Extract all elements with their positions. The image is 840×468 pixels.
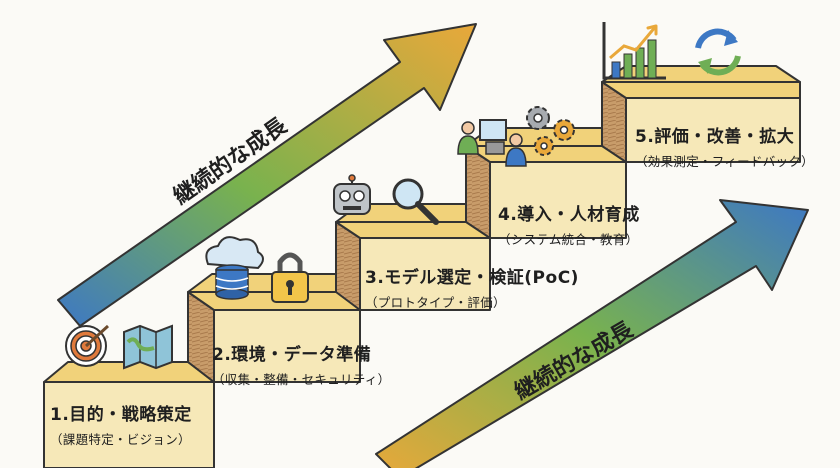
map-icon: [123, 324, 173, 370]
step-1-label: 1.目的・戦略策定 （課題特定・ビジョン）: [50, 400, 192, 448]
people-computer-icon: [457, 119, 527, 167]
refresh-icon: [695, 28, 741, 76]
step-2-subtitle: （収集・整備・セキュリティ）: [212, 372, 391, 387]
gears-icon: [526, 106, 575, 156]
target-icon: [65, 324, 110, 367]
step-1-front: [43, 381, 215, 468]
step-3-label: 3.モデル選定・検証(PoC) （プロトタイプ・評価）: [365, 263, 579, 311]
step-4-title: 4.導入・人材育成: [498, 205, 640, 225]
step-3-subtitle: （プロトタイプ・評価）: [365, 295, 506, 310]
magnifier-icon: [392, 178, 439, 225]
step-4-subtitle: （システム統合・教育）: [498, 232, 639, 247]
bar-chart-icon: [602, 22, 666, 80]
step-4-label: 4.導入・人材育成 （システム統合・教育）: [498, 200, 640, 248]
robot-icon: [333, 174, 371, 215]
step-5-subtitle: （効果測定・フィードバック）: [635, 154, 814, 169]
step-5-title: 5.評価・改善・拡大: [635, 127, 795, 147]
step-1-subtitle: （課題特定・ビジョン）: [50, 432, 191, 447]
cloud-database-icon: [205, 236, 264, 300]
step-3-title: 3.モデル選定・検証(PoC): [365, 268, 579, 288]
staircase: [43, 65, 801, 468]
step-2-title: 2.環境・データ準備: [212, 345, 372, 365]
step-2-label: 2.環境・データ準備 （収集・整備・セキュリティ）: [212, 340, 390, 388]
padlock-icon: [271, 252, 309, 303]
step-5-label: 5.評価・改善・拡大 （効果測定・フィードバック）: [635, 122, 814, 170]
step-1-title: 1.目的・戦略策定: [50, 405, 192, 425]
